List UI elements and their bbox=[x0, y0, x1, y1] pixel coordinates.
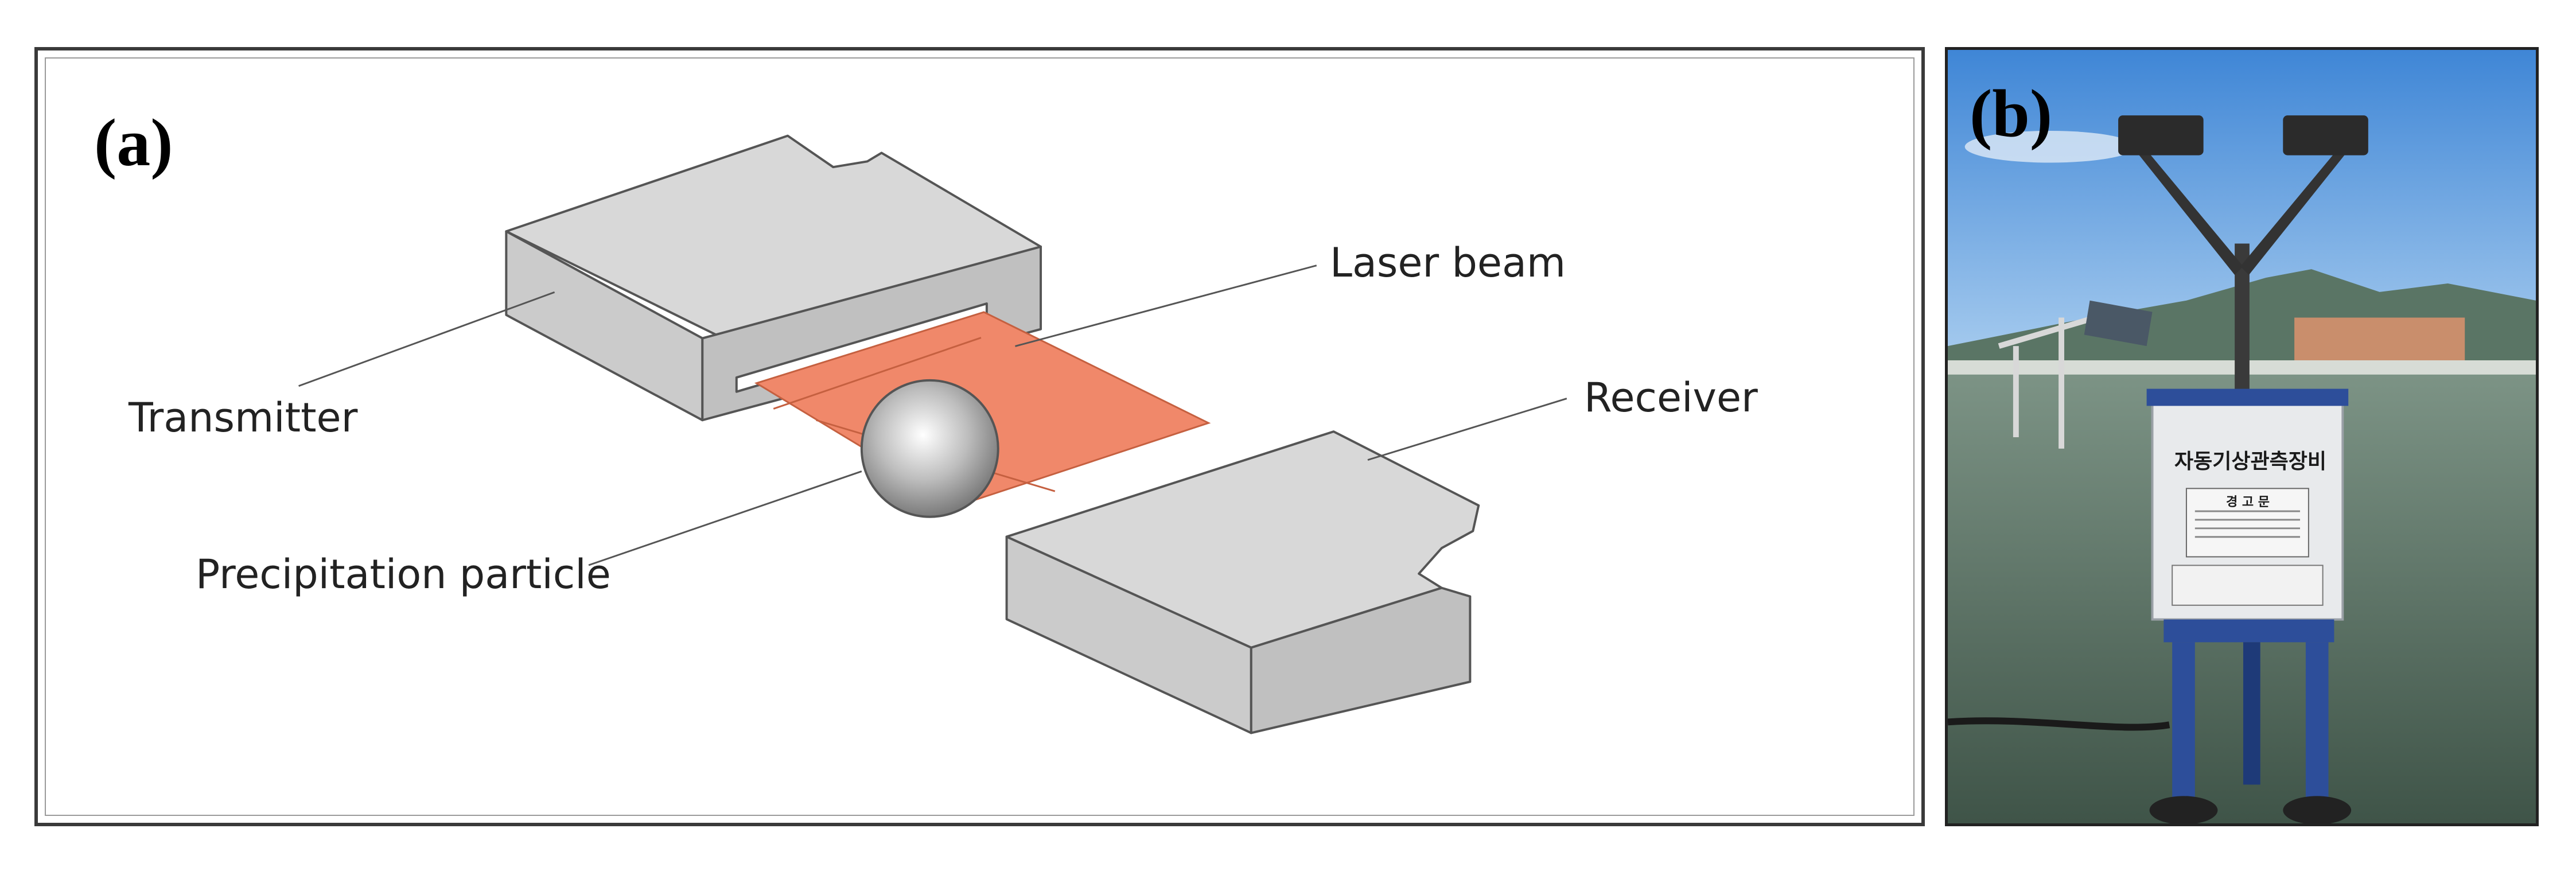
cloud bbox=[1964, 130, 2135, 163]
stand-leg-right bbox=[2305, 642, 2329, 814]
footing-right bbox=[2283, 796, 2352, 823]
warning-text-lines bbox=[2194, 510, 2301, 538]
leader-line-receiver bbox=[1367, 398, 1567, 461]
leader-line-transmitter bbox=[298, 291, 555, 387]
precipitation-particle-sphere bbox=[860, 379, 999, 518]
stand-leg-left bbox=[2172, 642, 2195, 814]
stand-leg-back bbox=[2243, 642, 2260, 785]
precipitation-particle-label: Precipitation particle bbox=[196, 551, 611, 598]
instrument-arm-right bbox=[2240, 146, 2352, 275]
receiver-side-face bbox=[1250, 586, 1472, 734]
info-plate bbox=[2172, 565, 2324, 606]
receiver-label: Receiver bbox=[1584, 374, 1758, 421]
panel-a-diagram: (a) Laser beam Transmitter Receiver Prec… bbox=[34, 47, 1925, 826]
disdrometer-schematic bbox=[298, 134, 1567, 734]
receiver-block bbox=[1005, 430, 1480, 734]
cabinet-sign-title: 자동기상관측장비 bbox=[2174, 450, 2326, 473]
leader-line-laser bbox=[1015, 265, 1317, 347]
solar-structures bbox=[1998, 314, 2096, 449]
laser-beam-edge bbox=[773, 337, 982, 410]
solar-panel bbox=[2084, 300, 2153, 347]
instrument-photo bbox=[1948, 50, 2536, 823]
panel-b-photo: (b) 자동기상관측장비 경 고 문 bbox=[1945, 47, 2539, 826]
leader-lines bbox=[298, 265, 1567, 566]
instrument-arm-left bbox=[2132, 146, 2243, 275]
ground-cable bbox=[1948, 717, 2170, 731]
panel-a-inner-border bbox=[45, 57, 1915, 816]
laser-beam-label: Laser beam bbox=[1330, 239, 1566, 286]
sensor-head-right bbox=[2283, 115, 2368, 155]
leader-line-particle bbox=[588, 470, 862, 566]
cabinet-base bbox=[2163, 619, 2334, 643]
cabinet-lid bbox=[2146, 388, 2349, 406]
sensor-head-left bbox=[2118, 115, 2204, 155]
transmitter-label: Transmitter bbox=[129, 394, 358, 441]
warning-notice-title: 경 고 문 bbox=[2226, 495, 2270, 510]
warning-notice bbox=[2185, 488, 2309, 558]
panel-b-label: (b) bbox=[1970, 76, 2053, 151]
panel-a-label: (a) bbox=[94, 105, 173, 180]
footing-left bbox=[2149, 796, 2218, 823]
